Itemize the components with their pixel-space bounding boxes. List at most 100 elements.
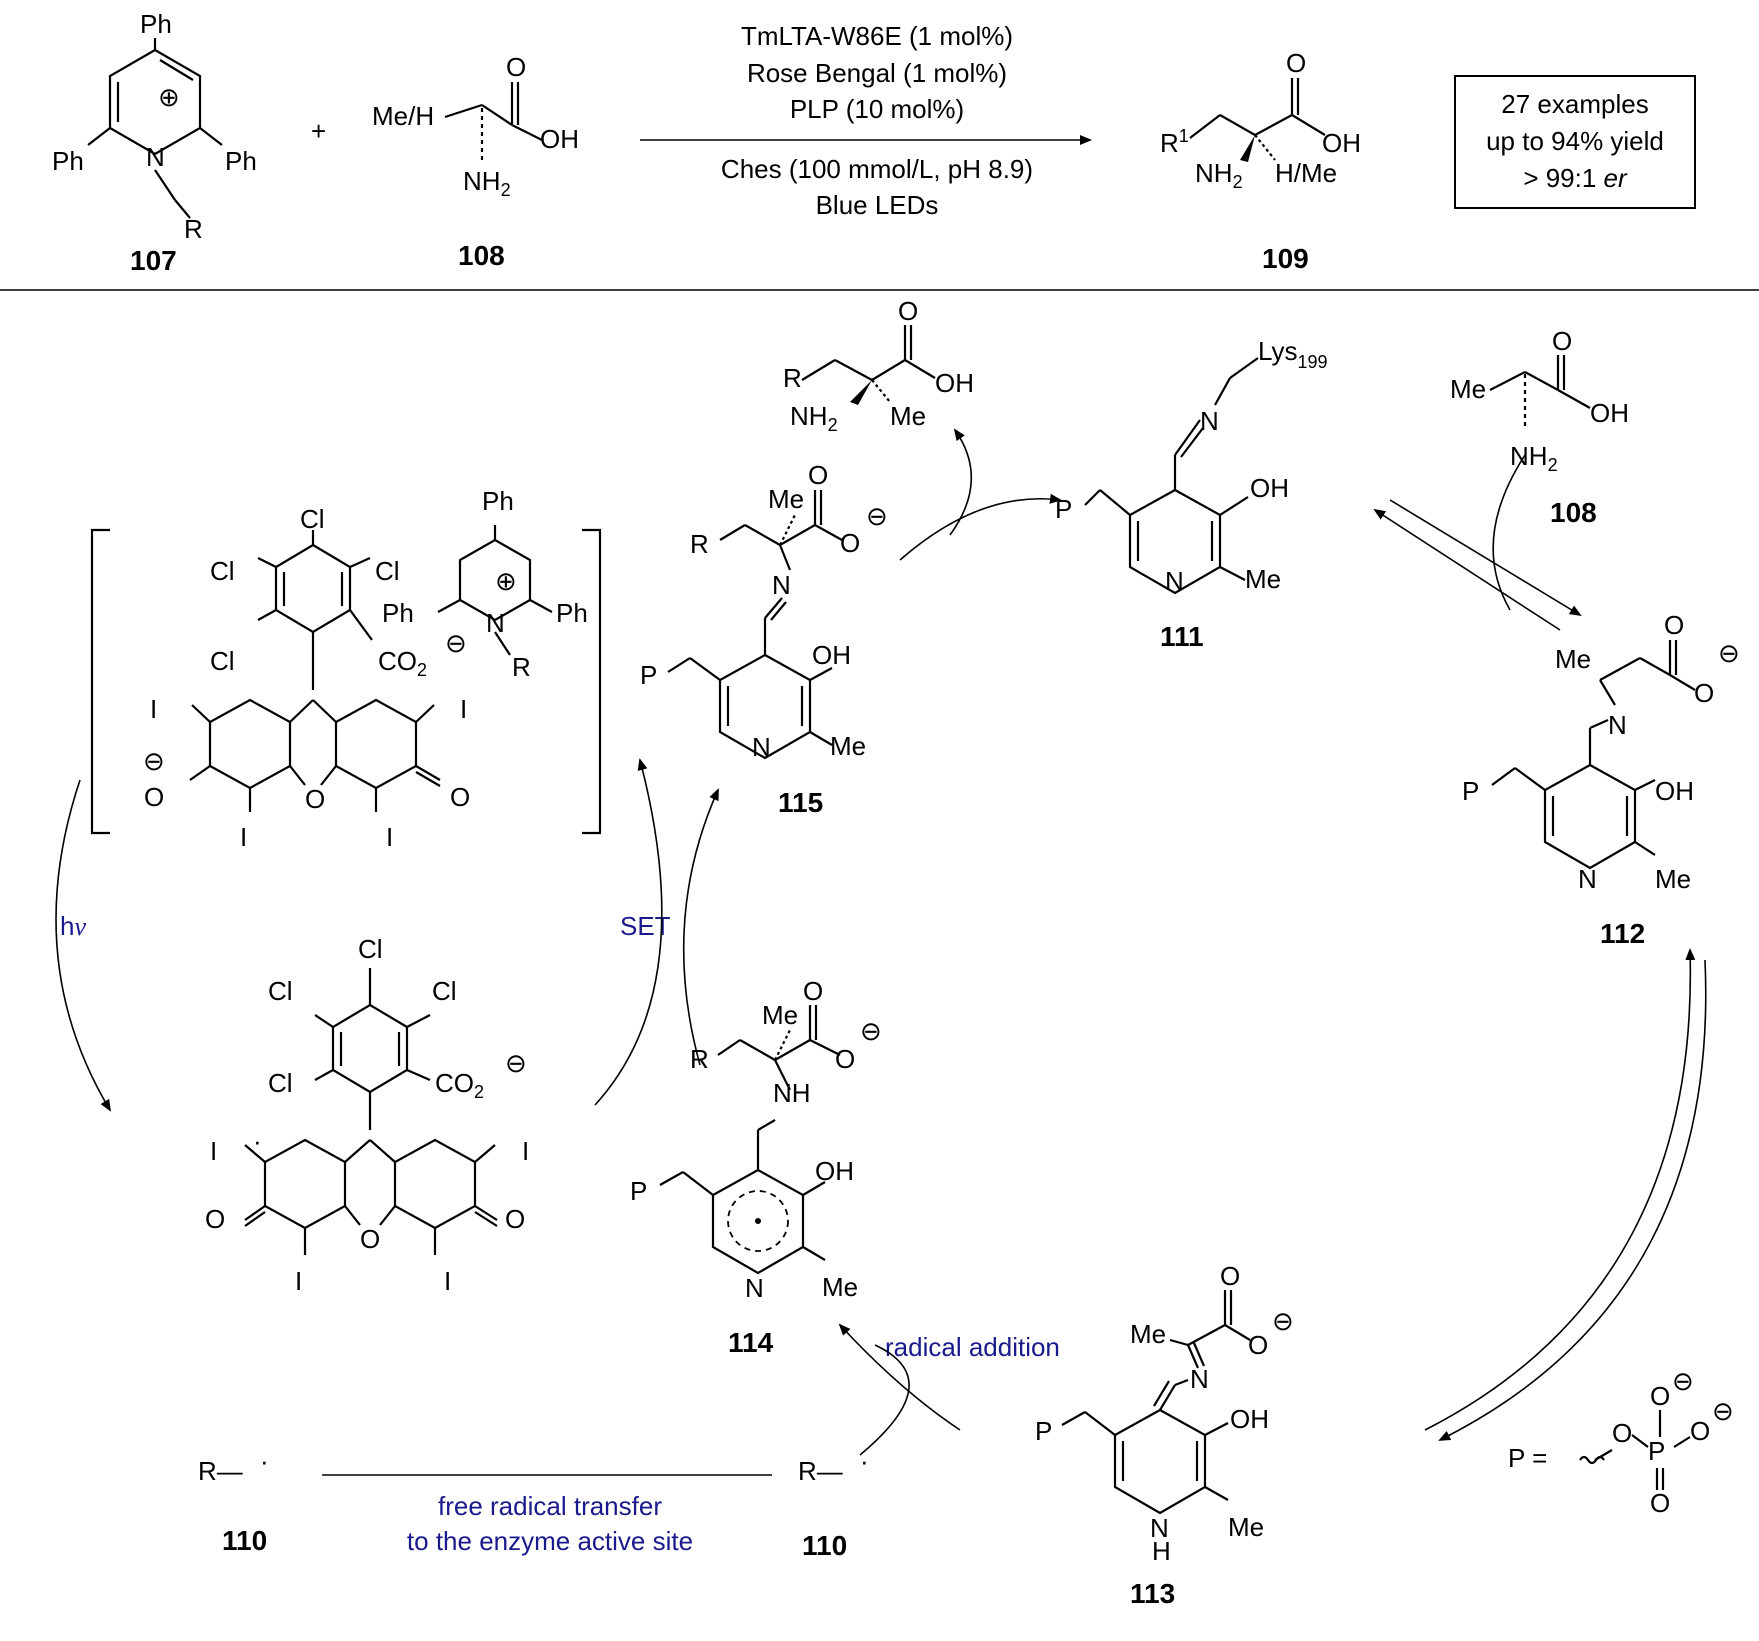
atom-nh2: NH2 xyxy=(463,166,511,200)
atom-oh: OH xyxy=(1250,473,1289,503)
atom-o: O xyxy=(1690,1416,1710,1446)
atom-me: Me xyxy=(1655,864,1691,894)
atom-ph: Ph xyxy=(382,598,414,628)
atom-oh: OH xyxy=(935,368,974,398)
atom-o: O xyxy=(1552,326,1572,356)
label-hv: hν xyxy=(60,911,86,941)
atom-r: R xyxy=(690,529,709,559)
atom-o: O xyxy=(1694,678,1714,708)
p-equals: P = xyxy=(1508,1443,1547,1473)
atom-i: I xyxy=(150,694,157,724)
charge-minus: ⊖ xyxy=(1672,1366,1694,1396)
rose-bengal-radical: Cl Cl Cl Cl CO2 ⊖ I · I I I O O O xyxy=(205,934,529,1296)
atom-o: O xyxy=(1220,1261,1240,1291)
atom-o: O xyxy=(803,976,823,1006)
charge-minus: ⊖ xyxy=(866,501,888,531)
compound-109: R1 O OH NH2 H/Me 109 xyxy=(1160,48,1361,274)
atom-o: O xyxy=(1650,1488,1670,1518)
charge-minus: ⊖ xyxy=(1712,1396,1734,1426)
atom-n: N xyxy=(486,608,505,638)
atom-cl: Cl xyxy=(210,646,235,676)
compound-114: R Me O O ⊖ NH OH P N Me 114 xyxy=(630,976,882,1358)
phosphate-legend: P = O P O ⊖ O ⊖ O xyxy=(1508,1366,1734,1518)
atom-p: P xyxy=(640,660,657,690)
atom-me: Me xyxy=(1245,564,1281,594)
atom-o: O xyxy=(450,782,470,812)
charge-minus: ⊖ xyxy=(1718,638,1740,668)
atom-n: N xyxy=(1608,710,1627,740)
atom-i: I xyxy=(444,1266,451,1296)
radical-dot: · xyxy=(260,1446,269,1476)
amino-acid-product: R O OH NH2 Me xyxy=(783,296,974,435)
atom-ph: Ph xyxy=(225,146,257,176)
atom-cl: Cl xyxy=(268,1068,293,1098)
atom-n: N xyxy=(752,732,771,762)
compound-number-115: 115 xyxy=(778,787,823,818)
charge-plus: ⊕ xyxy=(158,82,180,112)
charge-plus: ⊕ xyxy=(495,566,517,596)
radical-110-right: R— · 110 xyxy=(798,1446,869,1561)
atom-i: I xyxy=(295,1266,302,1296)
condition-cofactor: PLP (10 mol%) xyxy=(790,94,964,124)
arrow-115-to-111 xyxy=(899,493,1062,561)
compound-115: R Me O O ⊖ N OH P N Me 115 xyxy=(640,460,888,818)
compound-number-107: 107 xyxy=(130,245,177,276)
atom-oh: OH xyxy=(1322,128,1361,158)
arrow-set-return xyxy=(594,758,663,1106)
atom-o: O xyxy=(835,1044,855,1074)
compound-number-108: 108 xyxy=(1550,497,1597,528)
atom-cl: Cl xyxy=(432,976,457,1006)
atom-cl: Cl xyxy=(375,556,400,586)
atom-p: P xyxy=(630,1176,647,1206)
radical-r: R— xyxy=(198,1456,243,1486)
atom-oh: OH xyxy=(1590,398,1629,428)
atom-i: I xyxy=(240,822,247,852)
arrow-111-to-112 xyxy=(1389,499,1582,617)
atom-o: O xyxy=(1664,610,1684,640)
compound-107: Ph Ph Ph N ⊕ R 107 xyxy=(52,9,257,276)
atom-me: Me xyxy=(762,1000,798,1030)
atom-nh2: NH2 xyxy=(1510,441,1558,475)
arrow-113-to-114 xyxy=(838,1323,961,1431)
compound-113: Me O O ⊖ N OH P N H Me 113 xyxy=(1035,1261,1294,1609)
atom-o: O xyxy=(506,52,526,82)
atom-o: O xyxy=(1248,1330,1268,1360)
arrow-photoexcitation xyxy=(55,779,112,1112)
atom-oh: OH xyxy=(1230,1404,1269,1434)
arrow-set-to-115 xyxy=(682,788,719,1066)
atom-p: P xyxy=(1462,776,1479,806)
charge-minus: ⊖ xyxy=(143,746,165,776)
plus-sign: + xyxy=(311,116,326,146)
condition-light: Blue LEDs xyxy=(816,190,939,220)
radical-110-left: R— · 110 xyxy=(198,1446,269,1556)
atom-o: O xyxy=(205,1204,225,1234)
atom-i: I xyxy=(210,1136,217,1166)
atom-ph: Ph xyxy=(140,9,172,39)
compound-number-111: 111 xyxy=(1160,621,1204,652)
atom-me: Me xyxy=(890,401,926,431)
atom-r: R xyxy=(783,363,802,393)
atom-h-me: H/Me xyxy=(1275,158,1337,188)
atom-n: N xyxy=(1150,1513,1169,1543)
atom-co2: CO2 xyxy=(378,646,427,680)
atom-ph: Ph xyxy=(52,146,84,176)
summary-examples: 27 examples xyxy=(1501,89,1648,119)
atom-i: I xyxy=(386,822,393,852)
ion-pair-complex: Cl Cl Cl Cl CO2 ⊖ I I I I O O ⊖ O Ph Ph xyxy=(90,486,602,852)
label-transfer-line2: to the enzyme active site xyxy=(407,1526,693,1556)
atom-me: Me xyxy=(768,484,804,514)
atom-n: N xyxy=(146,142,165,172)
compound-112: Me O O ⊖ N OH P N Me 112 xyxy=(1462,610,1740,949)
atom-ph: Ph xyxy=(556,598,588,628)
atom-o: O xyxy=(840,528,860,558)
arrow-108-entry xyxy=(1492,454,1526,611)
charge-minus: ⊖ xyxy=(505,1048,527,1078)
compound-number-110: 110 xyxy=(802,1530,847,1561)
atom-nh2: NH2 xyxy=(790,401,838,435)
atom-h: H xyxy=(1152,1536,1171,1566)
atom-n: N xyxy=(772,570,791,600)
compound-number-114: 114 xyxy=(728,1327,774,1358)
arrow-112-to-113 xyxy=(1438,959,1707,1441)
compound-number-109: 109 xyxy=(1262,243,1309,274)
